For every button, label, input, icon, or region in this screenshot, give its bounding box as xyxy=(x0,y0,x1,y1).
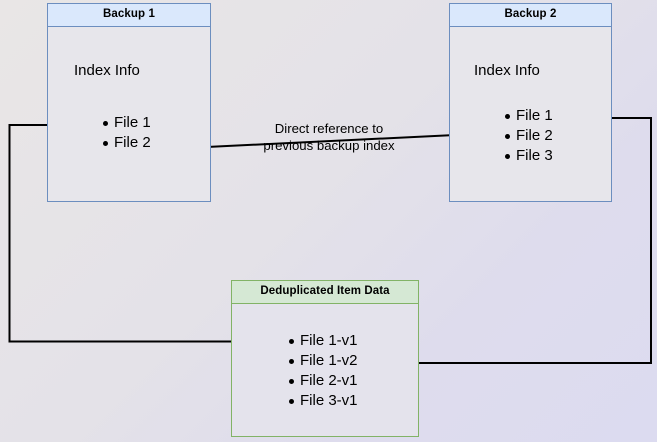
list-item: File 2 xyxy=(103,134,151,151)
list-item: File 2-v1 xyxy=(289,372,358,389)
deduplicated-item-data-body: File 1-v1 File 1-v2 File 2-v1 File 3-v1 xyxy=(232,304,418,436)
backup-1-index-info-label: Index Info xyxy=(74,62,140,79)
backup-1-box[interactable]: Backup 1 Index Info File 1 File 2 xyxy=(47,3,211,202)
list-item: File 2 xyxy=(505,127,553,144)
backup-2-box[interactable]: Backup 2 Index Info File 1 File 2 File 3 xyxy=(449,3,612,202)
backup-1-file-list: File 1 File 2 xyxy=(100,113,151,153)
list-item: File 3-v1 xyxy=(289,392,358,409)
backup-2-body: Index Info File 1 File 2 File 3 xyxy=(450,27,611,201)
backup-2-title: Backup 2 xyxy=(450,4,611,27)
list-item: File 1-v1 xyxy=(289,332,358,349)
deduplicated-item-data-box[interactable]: Deduplicated Item Data File 1-v1 File 1-… xyxy=(231,280,419,437)
list-item: File 3 xyxy=(505,147,553,164)
list-item: File 1 xyxy=(103,114,151,131)
caption-line-2: previous backup index xyxy=(263,138,395,153)
list-item: File 1 xyxy=(505,107,553,124)
direct-reference-caption: Direct reference to previous backup inde… xyxy=(249,120,409,154)
deduplicated-item-list: File 1-v1 File 1-v2 File 2-v1 File 3-v1 xyxy=(286,331,358,411)
deduplicated-item-data-title: Deduplicated Item Data xyxy=(232,281,418,304)
list-item: File 1-v2 xyxy=(289,352,358,369)
caption-line-1: Direct reference to xyxy=(274,121,384,136)
backup-1-title: Backup 1 xyxy=(48,4,210,27)
backup-2-index-info-label: Index Info xyxy=(474,62,540,79)
backup-2-file-list: File 1 File 2 File 3 xyxy=(502,106,553,166)
backup-1-body: Index Info File 1 File 2 xyxy=(48,27,210,201)
